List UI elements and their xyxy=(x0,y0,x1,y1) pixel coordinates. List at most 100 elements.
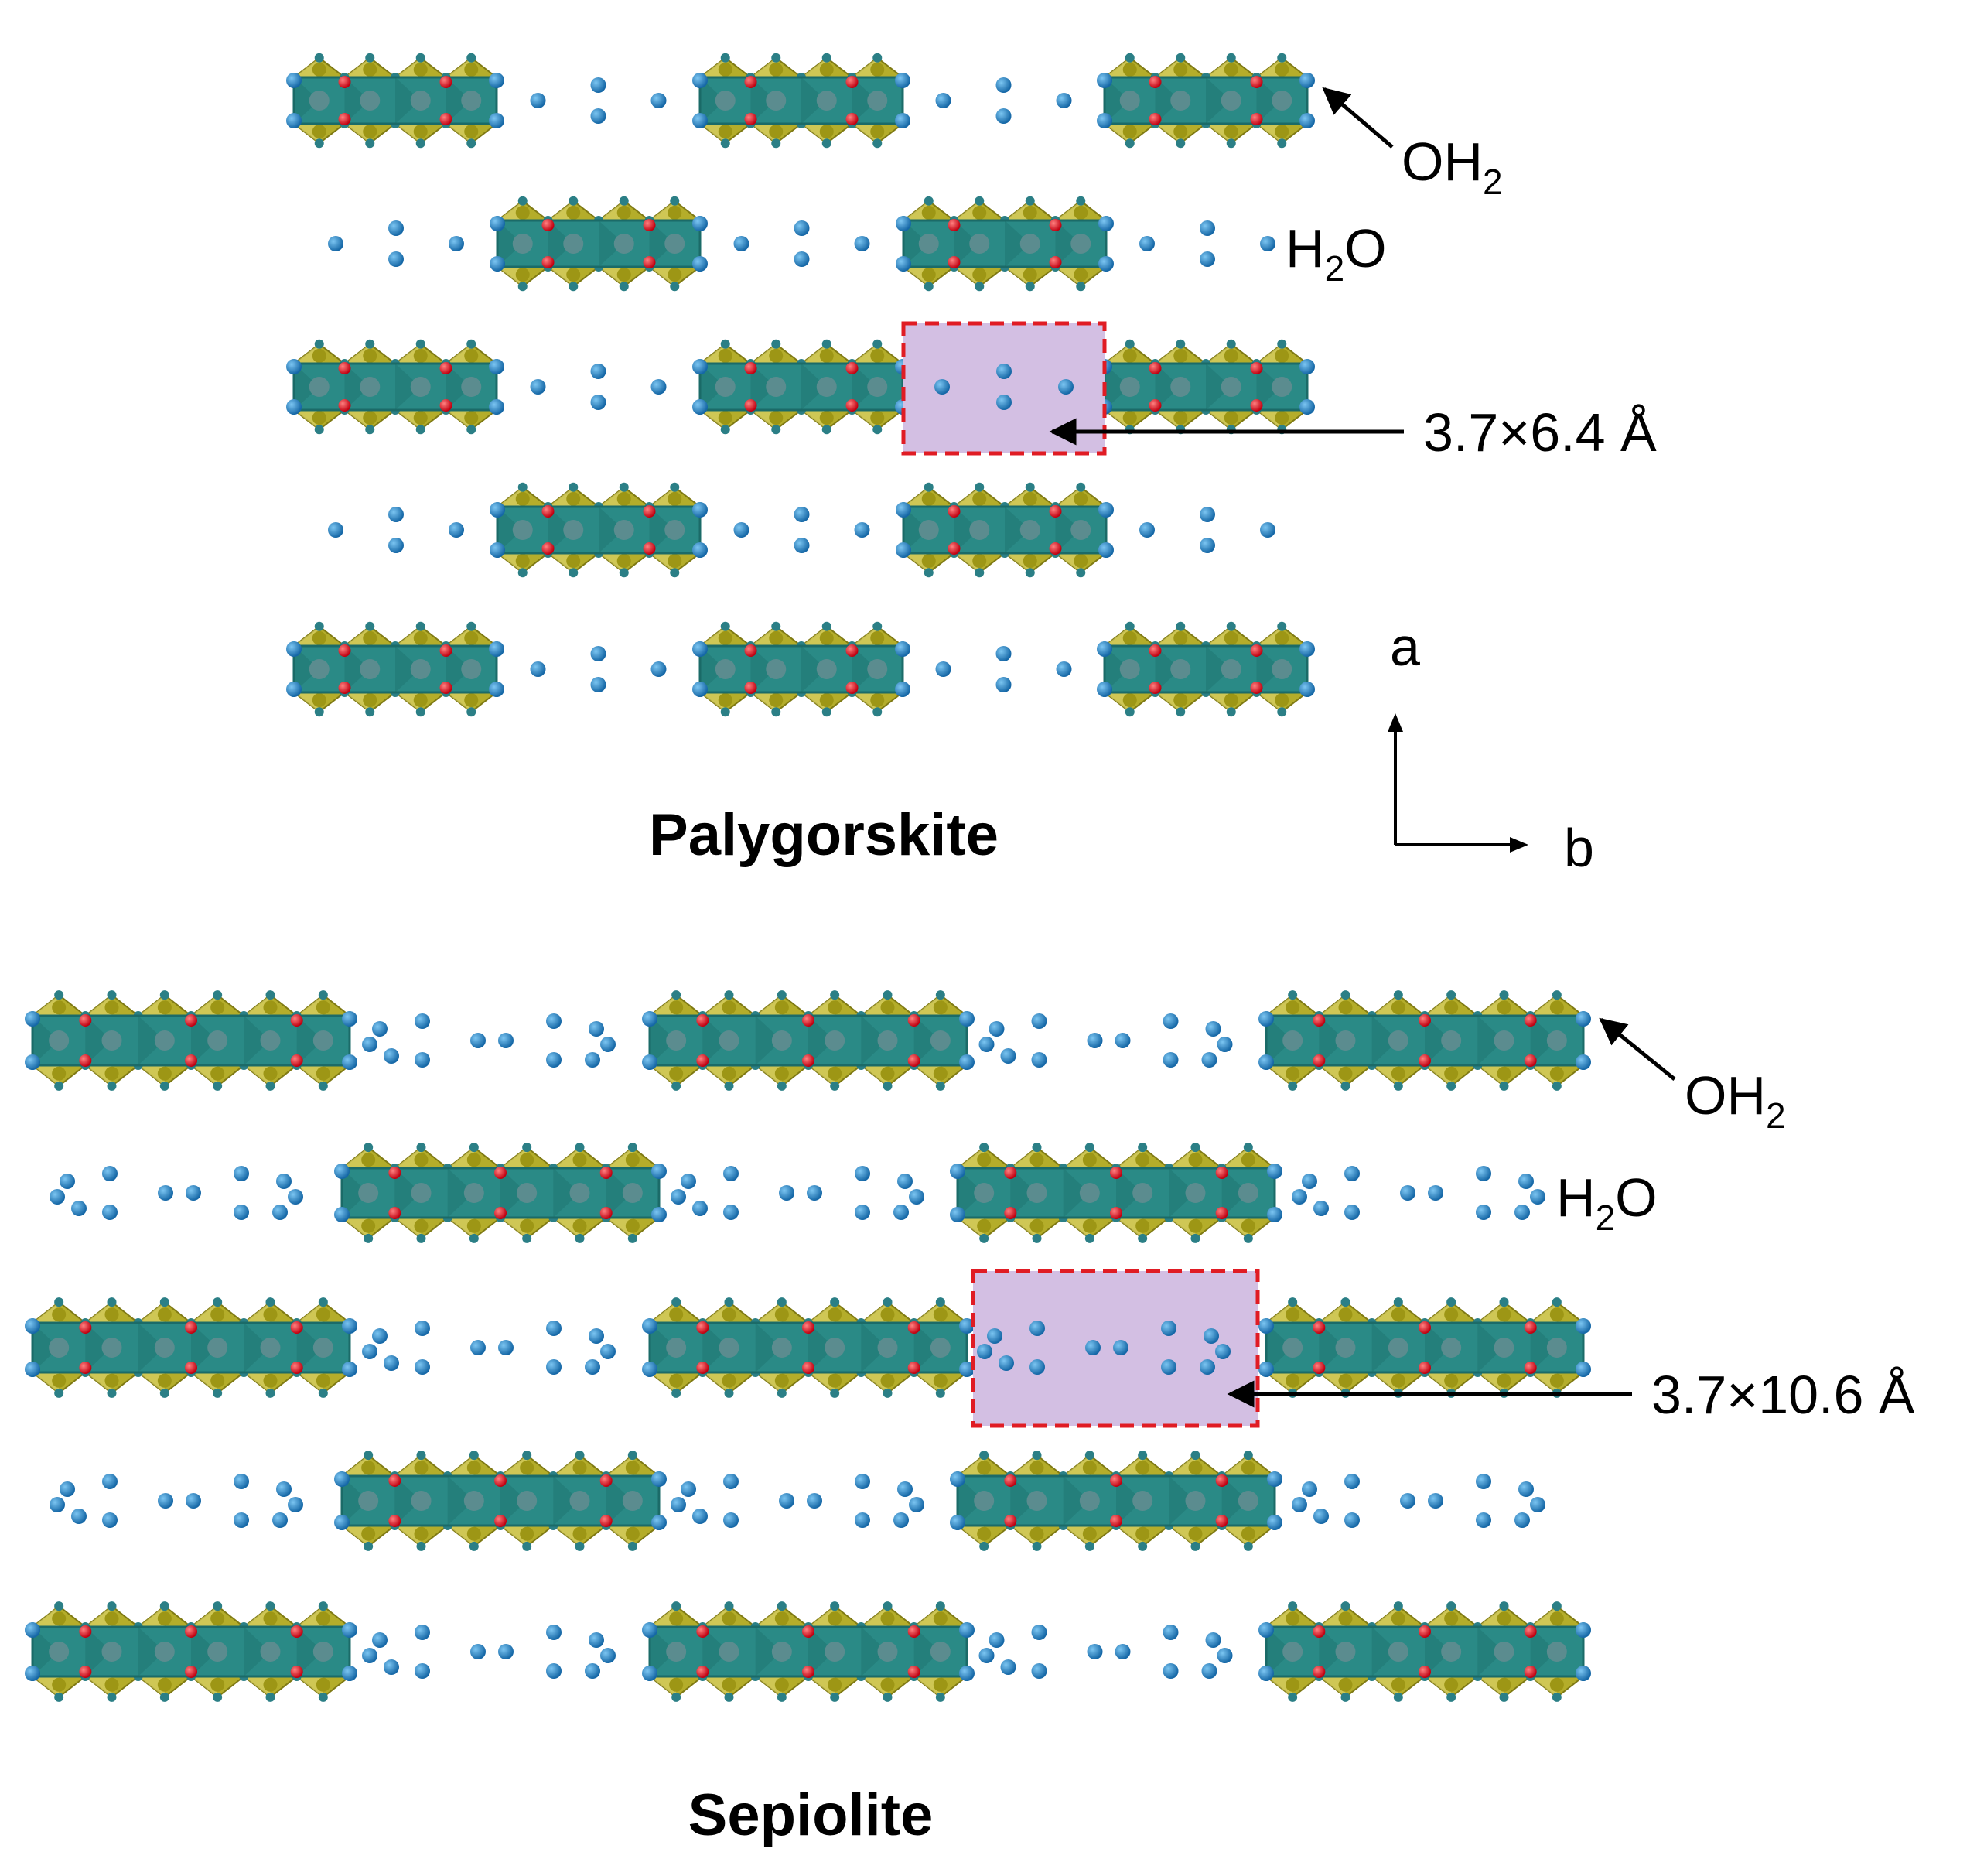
apical-oxygen xyxy=(1393,1692,1403,1702)
hydroxyl-atom xyxy=(907,1054,920,1067)
ribbon xyxy=(692,53,910,149)
metal-atom xyxy=(260,1338,281,1358)
tetrahedron-face xyxy=(32,995,60,1016)
metal-atom xyxy=(207,1642,228,1662)
tetrahedron-face xyxy=(1063,1218,1090,1239)
silicon-atom xyxy=(466,1526,481,1541)
hydroxyl-atom xyxy=(1049,219,1062,231)
tetrahedron-face xyxy=(1206,57,1231,77)
metal-atom xyxy=(309,91,330,111)
metal-atom xyxy=(613,234,634,254)
apical-oxygen xyxy=(1277,53,1287,63)
apical-oxygen xyxy=(1499,1601,1509,1611)
water-molecule-icon xyxy=(276,1481,292,1497)
tetrahedron-face xyxy=(553,1218,580,1239)
hydroxyl-atom xyxy=(79,1362,92,1374)
tetrahedron-face xyxy=(852,124,878,144)
hydroxyl-atom xyxy=(79,1054,92,1067)
water-molecule-icon xyxy=(1313,1509,1329,1524)
apical-oxygen xyxy=(821,621,831,631)
octahedron-face xyxy=(599,220,624,267)
apical-oxygen xyxy=(1138,1541,1148,1551)
tetrahedron-face xyxy=(344,57,370,77)
octahedron-face xyxy=(913,1323,941,1372)
silicon-atom xyxy=(572,1461,587,1475)
octahedron-face xyxy=(1425,1016,1452,1065)
metal-atom xyxy=(969,520,990,540)
tetrahedron-face xyxy=(32,1302,60,1323)
apical-oxygen xyxy=(54,1692,64,1702)
silicon-atom xyxy=(361,1153,376,1167)
apical-oxygen xyxy=(1226,621,1236,631)
silicon-atom xyxy=(1444,1066,1459,1081)
silicon-atom xyxy=(921,268,936,282)
tetrahedron-face xyxy=(1425,1372,1452,1393)
hydroxyl-atom xyxy=(338,682,351,694)
tetrahedron-face xyxy=(1425,1606,1452,1627)
tetrahedron-face xyxy=(138,1302,165,1323)
tetrahedron-face xyxy=(649,553,675,573)
tetrahedron-face xyxy=(1530,1372,1557,1393)
apical-oxygen xyxy=(1190,1233,1200,1243)
metal-atom xyxy=(1272,659,1292,679)
apical-oxygen xyxy=(1176,621,1186,631)
hydroxyl-atom xyxy=(388,1167,401,1179)
apical-oxygen xyxy=(159,1081,169,1091)
water-molecule-icon xyxy=(1514,1205,1530,1220)
coordinated-water-icon xyxy=(286,113,302,128)
hydroxyl-atom xyxy=(290,1362,303,1374)
silicon-atom xyxy=(1029,1461,1044,1475)
silicon-atom xyxy=(1173,62,1188,77)
silicon-atom xyxy=(933,1307,948,1322)
silicon-atom xyxy=(413,630,428,645)
apical-oxygen xyxy=(1226,707,1236,717)
apical-oxygen xyxy=(1176,138,1186,149)
hydroxyl-atom xyxy=(802,1362,814,1374)
octahedron-face xyxy=(447,1476,474,1526)
apical-oxygen xyxy=(883,990,893,1000)
water-molecule-icon xyxy=(807,1185,822,1201)
apical-oxygen xyxy=(159,1601,169,1611)
tetrahedron-face xyxy=(1477,1606,1504,1627)
hydroxyl-atom xyxy=(494,1515,507,1527)
octahedron-face xyxy=(1155,77,1181,124)
silicon-atom xyxy=(722,1066,736,1081)
metal-atom xyxy=(461,91,482,111)
metal-atom xyxy=(1185,1491,1206,1511)
ribbon xyxy=(950,1143,1282,1243)
tetrahedron-face xyxy=(1169,1526,1196,1546)
tetrahedron-face xyxy=(958,1218,985,1239)
hydroxyl-atom xyxy=(1004,1515,1017,1527)
water-molecule-icon xyxy=(671,1497,686,1512)
tetrahedron-face xyxy=(294,692,319,712)
metal-atom xyxy=(1494,1338,1514,1358)
silicon-atom xyxy=(1074,491,1088,506)
apical-oxygen xyxy=(671,990,681,1000)
silicon-atom xyxy=(414,1461,429,1475)
octahedron-face xyxy=(296,1016,323,1065)
apical-oxygen xyxy=(107,1388,117,1398)
octahedron-face xyxy=(446,77,472,124)
metal-atom xyxy=(1335,1642,1356,1662)
hydroxyl-atom xyxy=(1313,1625,1326,1638)
silicon-atom xyxy=(1173,348,1188,363)
octahedron-face xyxy=(296,1627,323,1676)
octahedron-face xyxy=(1206,646,1231,692)
apical-oxygen xyxy=(627,1143,637,1153)
silicon-atom xyxy=(828,1000,842,1015)
octahedron-face xyxy=(344,77,370,124)
tetrahedron-face xyxy=(1319,1606,1346,1627)
tetrahedron-face xyxy=(1155,124,1181,144)
hydroxyl-atom xyxy=(541,256,555,268)
tetrahedron-face xyxy=(1206,410,1231,430)
apical-oxygen xyxy=(935,1692,945,1702)
tetrahedron-face xyxy=(650,1302,677,1323)
tetrahedron-face xyxy=(296,1676,323,1697)
octahedron-face xyxy=(801,646,827,692)
metal-atom xyxy=(867,91,888,111)
metal-atom xyxy=(719,1338,739,1358)
coordinated-water-icon xyxy=(1097,73,1112,88)
apical-oxygen xyxy=(1552,1601,1562,1611)
coordinated-water-icon xyxy=(692,256,708,272)
silicon-atom xyxy=(722,1373,736,1388)
